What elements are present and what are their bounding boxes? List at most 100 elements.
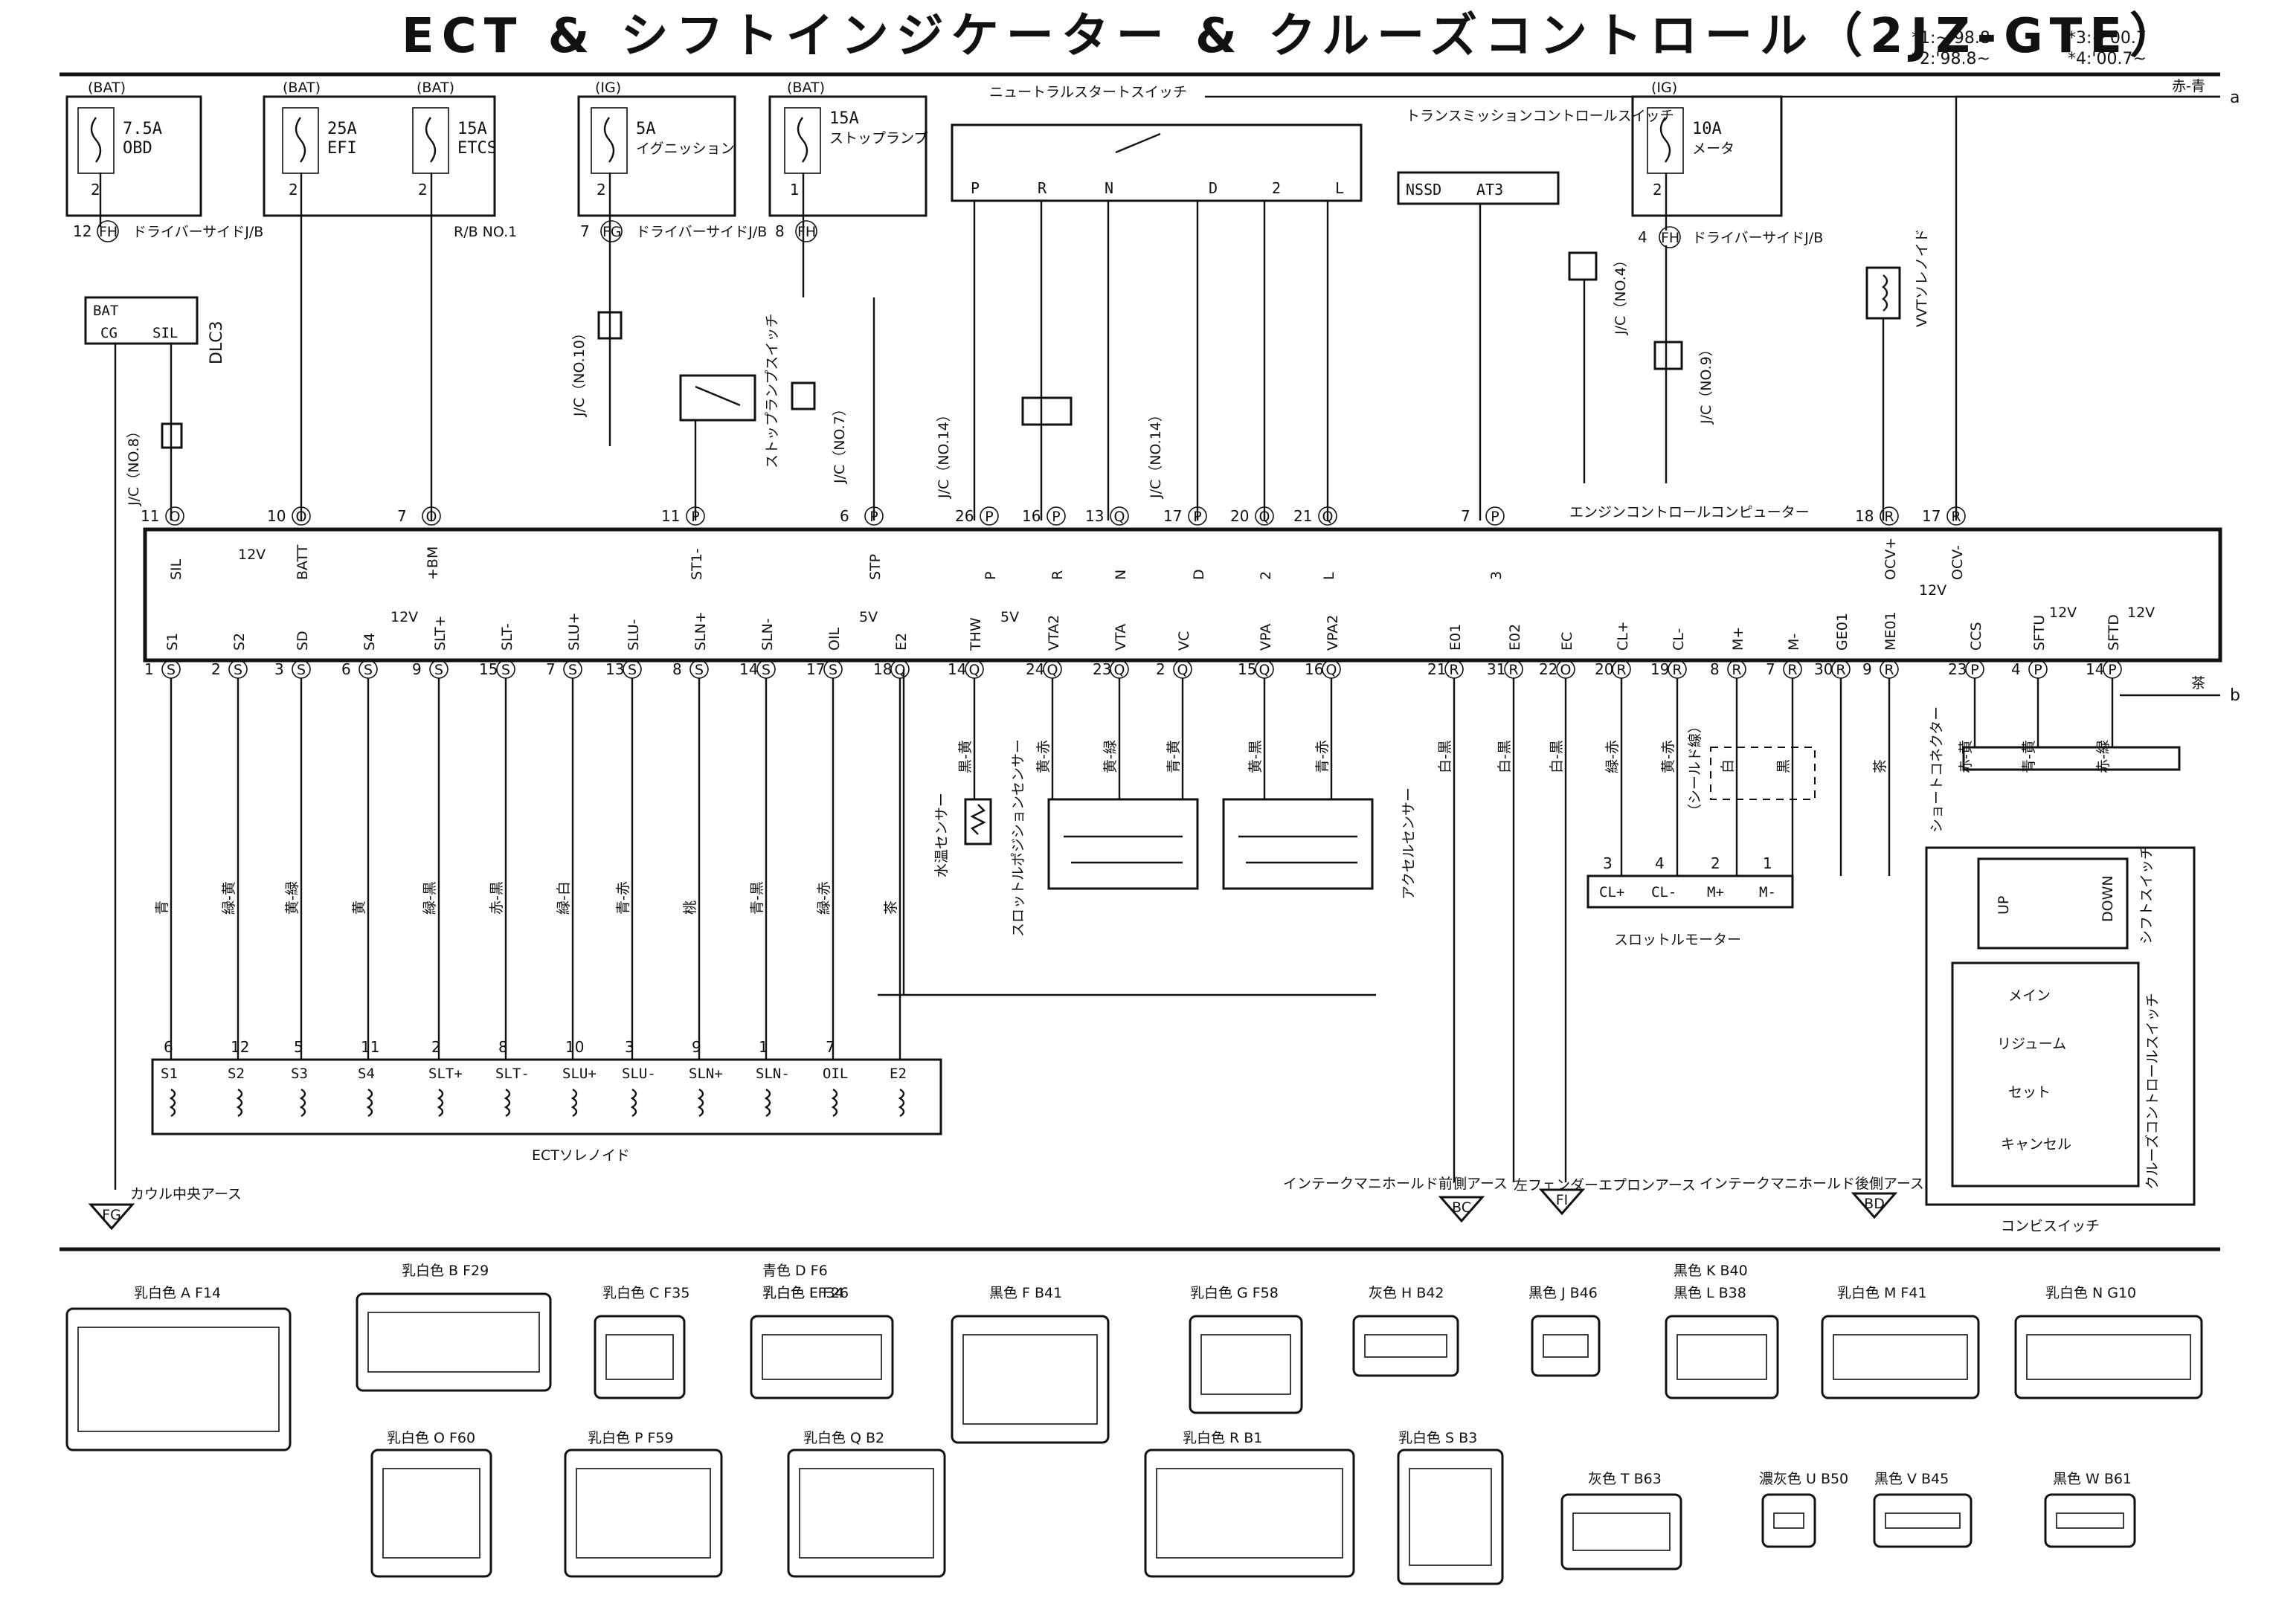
connector-id: B (449, 1263, 458, 1279)
solenoid-pin-number: 8 (498, 1038, 508, 1056)
ecu-bottom-pin-number: 23 (1093, 660, 1111, 678)
vvt-label: VVTソレノイド (1914, 228, 1930, 327)
switch-box (1397, 171, 1560, 205)
fuse-pin: 2 (289, 181, 298, 199)
solenoid-coil (169, 1088, 176, 1118)
cruise-switch-label: クルーズコントロールスイッチ (2144, 993, 2161, 1190)
jc8-label: J/C（NO.8） (126, 424, 142, 506)
connector-code: B38 (1719, 1285, 1746, 1301)
short-connector-label: ショートコネクター (1929, 706, 1945, 833)
fuse-name: イグニッション (636, 141, 735, 157)
connector-id: P (634, 1430, 643, 1446)
connector-outline (594, 1315, 686, 1399)
solenoid-pin-number: 10 (565, 1038, 584, 1056)
ecu-bottom-pin-number: 18 (873, 660, 892, 678)
ecu-bottom-pin-signal: CCS (1968, 622, 1984, 651)
solenoid-pins: 6S112S25S311S42SLT+8SLT-10SLU+3SLU-9SLN+… (161, 1038, 907, 1118)
ecu-pin-circle (686, 506, 705, 526)
jb-pin: 4 (1638, 228, 1647, 246)
fuse-rating: 15A (457, 120, 487, 138)
jb-conn: FG (602, 224, 622, 240)
ecu-pin-circle (1255, 506, 1274, 526)
connector-outline (1144, 1449, 1355, 1578)
fuse-rating: 5A (636, 120, 656, 138)
ecu-bottom-pin-connector: R (1616, 662, 1626, 678)
connector-id: I (809, 1285, 814, 1301)
wire (1955, 95, 2220, 521)
neutral-pin-d: D (1209, 179, 1218, 197)
connector-code: B40 (1720, 1263, 1747, 1279)
fuse-name: OBD (123, 139, 152, 158)
ecu-top-pin-number: 6 (840, 507, 849, 525)
ecu-top-pin-signal: L (1321, 572, 1337, 580)
ecu-bottom-pin-connector: P (2034, 662, 2042, 678)
ecu-top-pin-signal: P (983, 572, 999, 580)
ecu-bottom-pin-signal: VTA (1113, 624, 1129, 651)
ecu-pin-circle (1318, 506, 1337, 526)
connector-code: B61 (2104, 1471, 2132, 1487)
ecu-bottom-pin-connector: Q (1259, 662, 1270, 678)
connector-code: B3 (1459, 1430, 1477, 1446)
connector-outline (356, 1292, 552, 1392)
ecu-bottom-pin-number: 1 (144, 660, 154, 678)
cruise-switch-box (1951, 961, 2140, 1188)
fuse-box (263, 95, 496, 217)
short-connector-box (1962, 746, 2181, 771)
shift-switch-box (1977, 857, 2129, 950)
offpage-a: 赤-青 a (1205, 78, 2240, 107)
ecu-top-pin-signal: ST1- (689, 548, 705, 580)
ecu-top-pin-connector: O (170, 509, 181, 525)
engine-control-computer: エンジンコントロールコンピューター 12V 12V 5V 5V 12V 12V … (141, 504, 2222, 1182)
ecu-bottom-pin-signal: SLU+ (566, 612, 582, 651)
connector-code: F60 (449, 1430, 475, 1446)
ecu-bottom-pin-signal: VPA (1258, 624, 1274, 651)
wire-color: 黄 (351, 900, 367, 915)
sensor-box (1047, 798, 1199, 890)
ecu-top-pin-number: 17 (1163, 507, 1182, 525)
fuse-pin: 2 (418, 181, 428, 199)
connector-cavity-grid (1364, 1334, 1447, 1358)
accelerator-sensor: アクセルセンサー (1222, 787, 1417, 900)
upper-right-junctions: J/C（NO.4） J/C（NO.9） (1568, 245, 1714, 483)
connector-color: 青色 (762, 1263, 791, 1279)
ecu-top-pin-signal: 2 (1258, 571, 1274, 580)
connector-color: 濃灰色 (1759, 1471, 1801, 1487)
water-temp-sensor: 水温センサー (933, 793, 992, 877)
solenoid-coil (697, 1088, 704, 1118)
ecu-bottom-pin-connector: R (1508, 662, 1518, 678)
connector-cavity-grid (367, 1312, 540, 1373)
connector-color: 黒色 (1674, 1263, 1702, 1279)
ecu-top-pin-connector: Q (1322, 509, 1334, 525)
throttle-motor-label: スロットルモーター (1614, 932, 1741, 948)
switch-contact (695, 385, 741, 407)
ecu-bottom-pin-connector: Q (1114, 662, 1125, 678)
ecu-bottom-pin-connector: S (628, 662, 637, 678)
switch-box (951, 123, 1363, 202)
neutral-pin-l: L (1335, 179, 1344, 197)
solenoid-coil (898, 1088, 905, 1118)
throttle-motor: 3CL+4CL-2M+1M- スロットルモーター （シールド線） (1586, 719, 1816, 948)
jb-pin-circle (600, 220, 623, 242)
ecu-bottom-pin-connector: S (829, 662, 837, 678)
ground-location: 左フェンダーエプロンアース (1514, 1177, 1696, 1193)
ecu-bottom-pin-signal: VC (1176, 631, 1192, 651)
ecu-top-pin-connector: Q (1114, 509, 1125, 525)
wire-color: 赤-黄 (1958, 740, 1974, 773)
connector-outline (1397, 1449, 1504, 1585)
connector-outline (2044, 1493, 2136, 1548)
stoplamp-switch-label: ストップランプスイッチ (764, 314, 780, 468)
connector-color: 灰色 (1588, 1471, 1616, 1487)
solenoid-pin-signal: SLN- (756, 1066, 790, 1082)
fuse-rating: 25A (327, 120, 357, 138)
fuse-name: ストップランプ (829, 130, 927, 146)
ecu-top-pin-number: 20 (1230, 507, 1249, 525)
connector-cavity-grid (1543, 1334, 1589, 1358)
ecu-top-pin-number: 13 (1085, 507, 1104, 525)
fuse-symbol (77, 107, 115, 174)
ecu-bottom-pin-signal: OIL (826, 627, 843, 651)
